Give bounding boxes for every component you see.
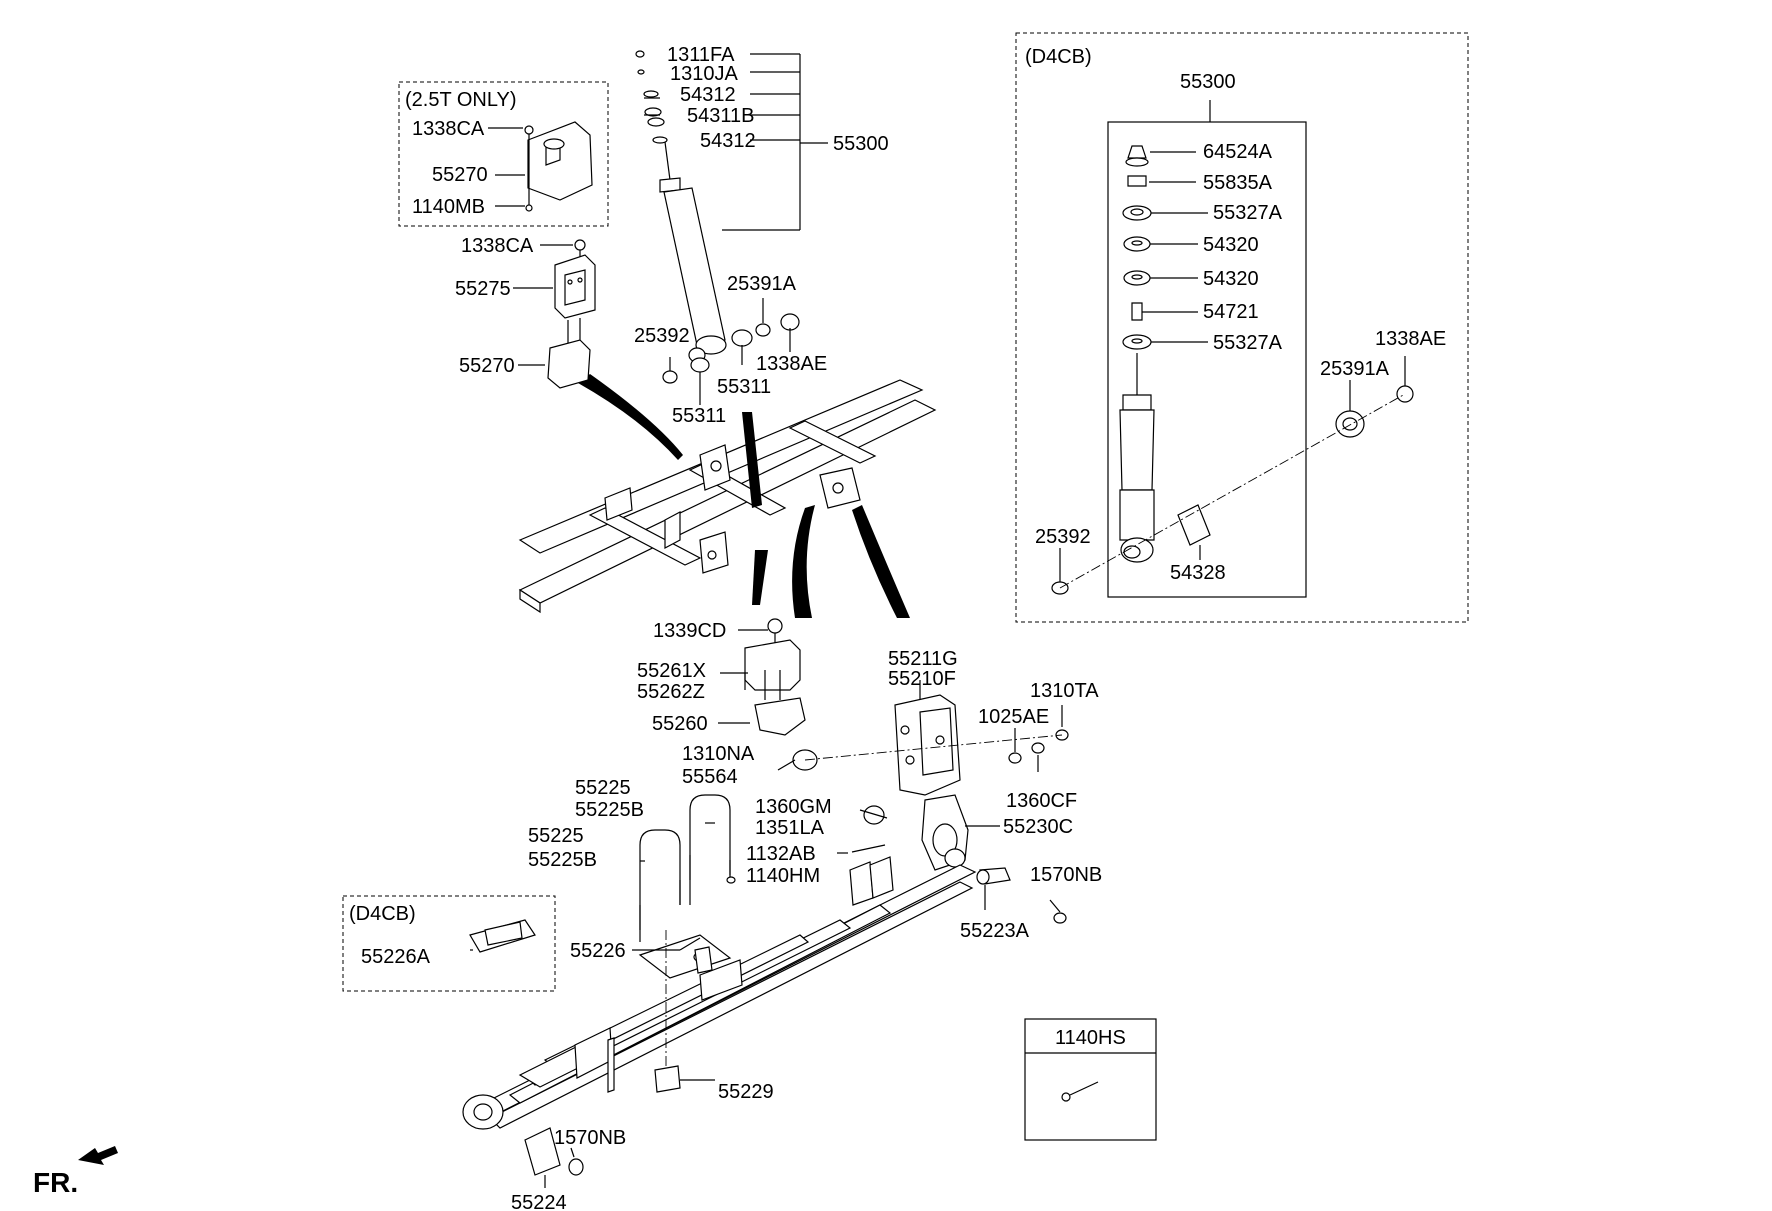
part-label: 25391A [1320,358,1390,380]
part-label: 55270 [459,355,515,377]
vehicle-frame [518,379,937,614]
part-label: 55311 [672,405,726,427]
bump-stopper-bracket-25t [524,121,593,212]
part-label: 55260 [652,713,708,735]
part-label: 1338AE [1375,328,1446,350]
part-label: 55223A [960,920,1030,942]
part-label: 55225 [528,825,584,847]
leaf-spring [462,856,977,1130]
part-label: 1310NA [682,743,755,765]
part-label: 55261X [637,660,706,682]
part-label: 55327A [1213,202,1283,224]
part-label: 1025AE [978,706,1049,728]
locator-wedge-shock [742,412,762,508]
group-box-d4cb-shock [1015,32,1469,623]
part-label: 55225B [575,799,644,821]
part-label: 55564 [682,766,738,788]
part-label: 54320 [1203,268,1259,290]
part-label: 25392 [1035,526,1091,548]
part-label: 55225B [528,849,597,871]
part-label: 55224 [511,1192,567,1211]
part-label: 55226A [361,946,431,968]
part-label: 1338AE [756,353,827,375]
part-label: 55311 [717,376,771,398]
part-label: 1132AB [746,843,816,865]
part-label: 1351LA [755,817,825,839]
part-label: 55229 [718,1081,774,1103]
part-label: 55270 [432,164,488,186]
part-label: 54311B [687,105,754,127]
part-label: 1310TA [1030,680,1099,702]
bracket-55275 [554,239,596,319]
part-label: 1338CA [412,118,485,140]
part-label: 1140MB [412,196,485,218]
group-note-d4cb-shock: (D4CB) [1025,46,1092,68]
group-box-25t-only [398,81,609,227]
part-label: 1310JA [670,63,738,85]
part-label: 1140HS [1055,1027,1126,1049]
pad-55226A-inner [484,921,523,946]
group-note-25t-only: (2.5T ONLY) [405,89,517,111]
part-label: 55327A [1213,332,1283,354]
part-label: 55300 [1180,71,1236,93]
part-label: 25392 [634,325,690,347]
part-label: 54312 [700,130,756,152]
part-label: 1140HM [746,865,820,887]
part-label: 55225 [575,777,631,799]
spring-shackle [851,794,1067,924]
locator-wedge-bump-stopper [578,374,683,460]
part-label: 1570NB [554,1127,626,1149]
group-note-d4cb-pad: (D4CB) [349,903,416,925]
part-label: 54721 [1203,301,1259,323]
part-label: 64524A [1203,141,1273,163]
stopper-55270 [547,318,591,389]
front-direction-arrow-icon [78,1146,118,1165]
group-box-d4cb-pad [342,895,556,992]
shock-absorber-main [635,50,800,384]
shock-assembly-frame [1107,121,1307,598]
locator-wedge-shock-lower [752,550,768,605]
spring-hanger-bracket [792,694,1069,825]
part-label: 1570NB [1030,864,1102,886]
leader-lines [470,53,1406,1188]
part-label: 1360CF [1006,790,1077,812]
lower-mount [744,618,806,736]
part-label: 54328 [1170,562,1226,584]
part-label: 55275 [455,278,511,300]
part-label: 54312 [680,84,736,106]
shock-absorber-d4cb [1051,145,1414,595]
u-bolts [639,794,736,942]
part-label: 54320 [1203,234,1259,256]
locator-wedge-shackle [852,505,910,618]
lower-hardware [524,1065,681,1176]
locator-wedge-hanger [792,505,815,618]
part-label: 1311FA [667,44,735,66]
part-label: 55835A [1203,172,1273,194]
bolt-1140HS [1061,1081,1099,1102]
part-label: 55226 [570,940,626,962]
part-label: 1338CA [461,235,534,257]
part-label: 55300 [833,133,889,155]
part-label: 1339CD [653,620,726,642]
part-label: 55230C [1003,816,1073,838]
part-label: 25391A [727,273,797,295]
part-label: 1360GM [755,796,832,818]
part-label: 55211G [888,648,958,670]
front-direction-label: FR. [33,1167,78,1198]
part-box-1140HS [1024,1018,1157,1141]
part-label: 55262Z [637,681,705,703]
part-label: 55210F [888,668,956,690]
